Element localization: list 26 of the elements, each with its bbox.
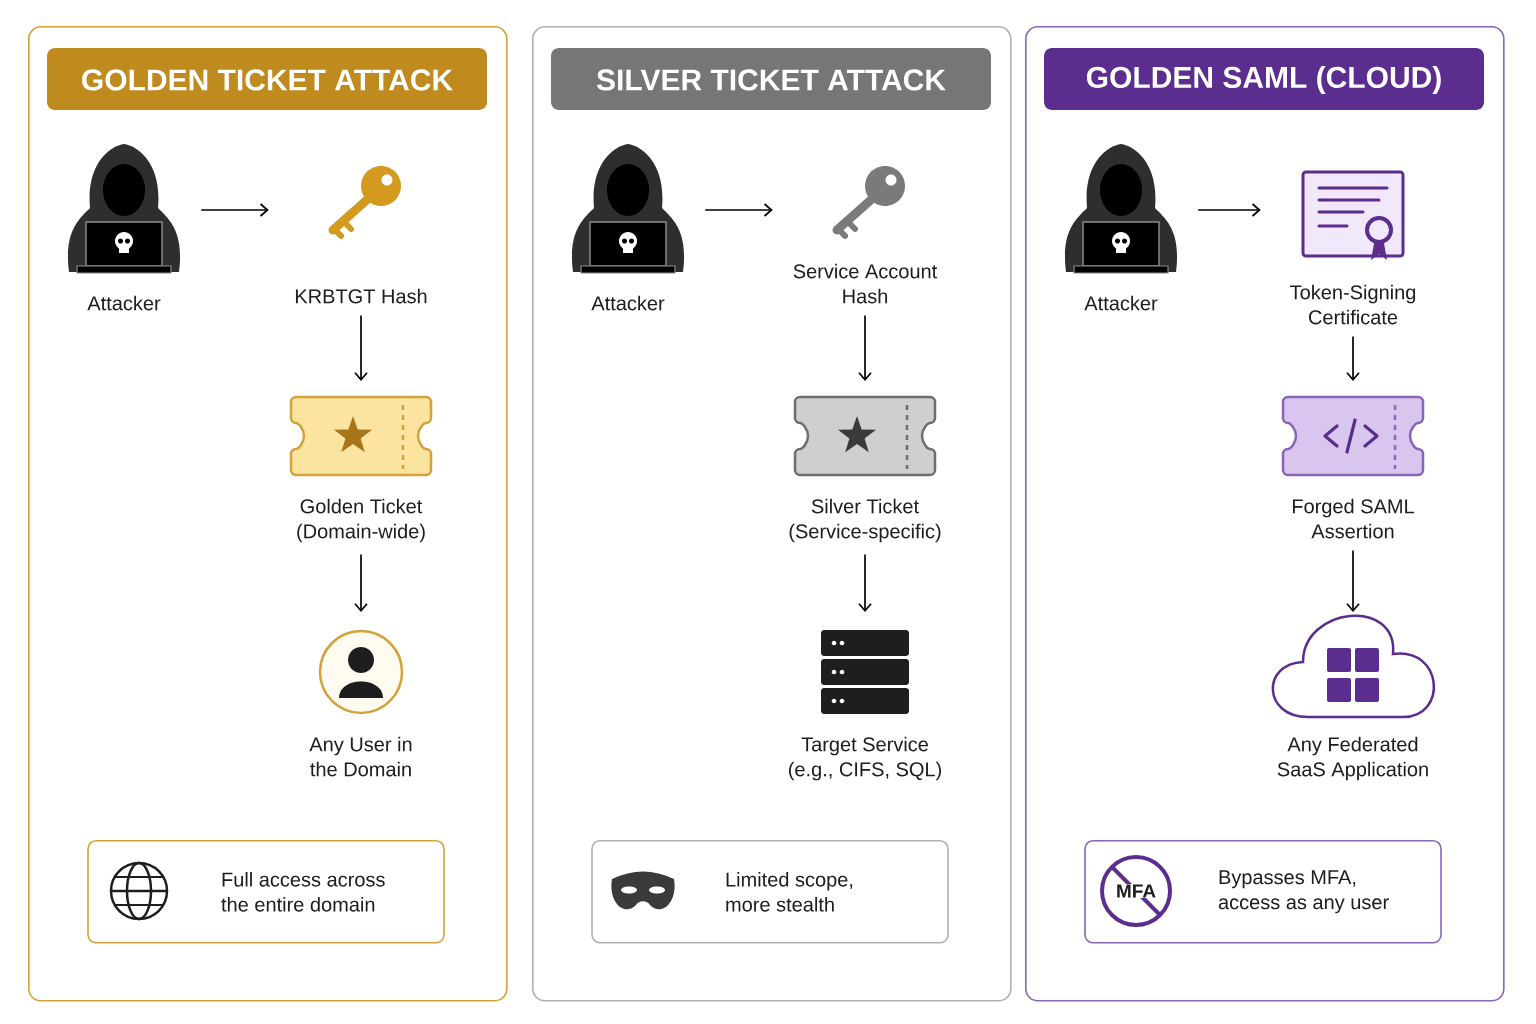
icon-label: Service Account Hash [793, 263, 938, 304]
arrow [858, 553, 872, 612]
arrow [1346, 335, 1360, 381]
arrow [858, 314, 872, 381]
icon-label: Attacker [1084, 295, 1158, 311]
icon-label: Silver Ticket (Service-specific) [789, 498, 941, 543]
icon-label: Target Service (e.g., CIFS, SQL) [789, 736, 941, 781]
icon-label: Forged SAML Assertion [1292, 498, 1414, 539]
arrow [200, 203, 269, 217]
icon-label: Any Federated SaaS Application [1277, 736, 1428, 781]
arrow [704, 203, 773, 217]
icon-label: Golden Ticket (Domain-wide) [297, 498, 425, 543]
note-box: Limited scope, more stealth [591, 840, 949, 944]
arrow [1197, 203, 1261, 217]
arrow [354, 314, 368, 381]
icon-label: Attacker [87, 295, 161, 311]
arrow [354, 553, 368, 612]
arrow [1346, 549, 1360, 612]
note-box: Full access across the entire domain [87, 840, 445, 944]
icon-label: Attacker [591, 295, 665, 311]
icon-label: Token-Signing Certificate [1290, 284, 1416, 325]
title-band: GOLDEN TICKET ATTACK [47, 48, 487, 110]
icon-label: KRBTGT Hash [296, 288, 427, 304]
title-band: GOLDEN SAML (CLOUD) [1044, 48, 1484, 110]
icon-label: Any User in the Domain [309, 736, 412, 777]
title-band: SILVER TICKET ATTACK [551, 48, 991, 110]
